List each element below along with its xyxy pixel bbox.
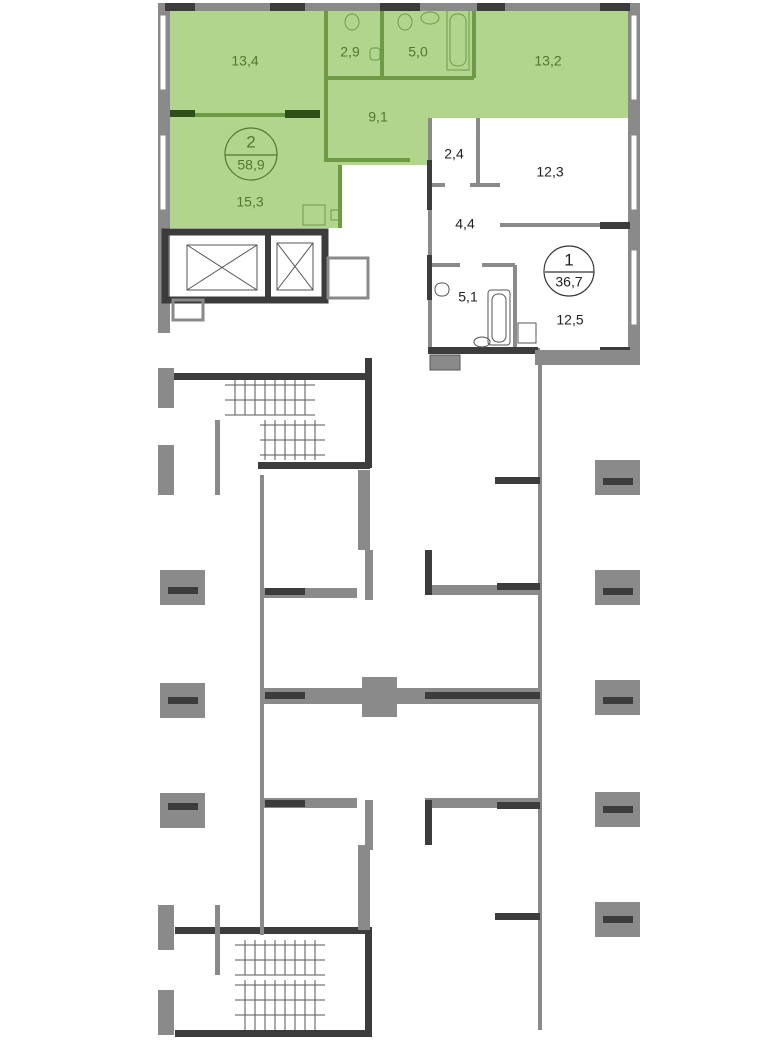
vents bbox=[160, 460, 640, 937]
apartment-2-badge[interactable]: 2 58,9 bbox=[224, 127, 278, 181]
room-area-5-0: 5,0 bbox=[408, 44, 428, 60]
room-area-2-9: 2,9 bbox=[340, 44, 360, 60]
room-area-12-5: 12,5 bbox=[556, 312, 583, 328]
room-area-4-4: 4,4 bbox=[455, 216, 475, 232]
apartment-1[interactable] bbox=[427, 118, 640, 371]
apartment-number: 1 bbox=[564, 250, 573, 269]
room-area-13-2: 13,2 bbox=[534, 53, 561, 69]
apartment-2[interactable] bbox=[170, 8, 632, 228]
apartment-area: 58,9 bbox=[237, 157, 264, 173]
room-area-12-3: 12,3 bbox=[536, 164, 563, 180]
room-area-15-3: 15,3 bbox=[236, 194, 263, 210]
apartment-1-badge[interactable]: 1 36,7 bbox=[543, 245, 595, 297]
room-area-9-1: 9,1 bbox=[368, 109, 388, 125]
apartment-number: 2 bbox=[246, 132, 255, 151]
room-area-13-4: 13,4 bbox=[231, 53, 258, 69]
elevator-core bbox=[161, 228, 370, 322]
room-area-2-4: 2,4 bbox=[444, 146, 464, 162]
room-area-5-1: 5,1 bbox=[458, 289, 478, 305]
apartment-area: 36,7 bbox=[555, 274, 582, 290]
